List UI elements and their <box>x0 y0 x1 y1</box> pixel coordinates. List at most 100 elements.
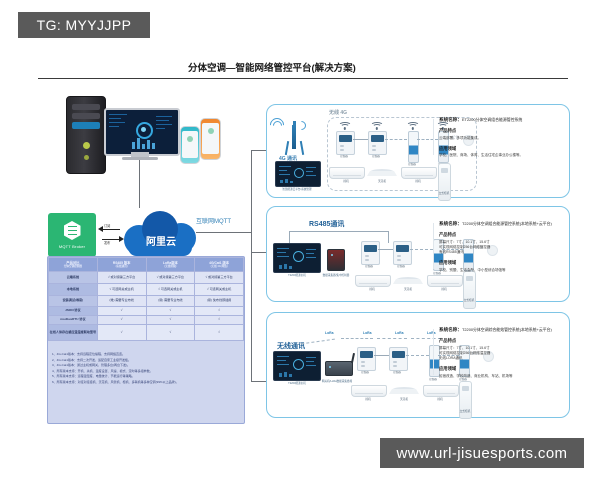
feature-heading: 产品特点 <box>439 338 457 344</box>
table-row: JSON 协议 √ √ √ <box>48 306 244 316</box>
row-cell: √ <box>194 324 244 341</box>
row-label: 在线人体存在感应温湿度联动型号 <box>48 324 98 341</box>
panel-text-block: 系统名称：ET2200分体空调组合能源管控系统 产品特点 云端部署、多项功能集成… <box>433 117 563 159</box>
lora-arc-link <box>341 338 373 339</box>
feature-heading: 产品特点 <box>439 232 457 238</box>
gateway-caption: 网关机/LoRa数据采集终端 <box>321 380 353 383</box>
ac-controller-device-tall <box>463 239 474 271</box>
publish-label: 发布 <box>104 241 111 245</box>
data-collector-device <box>327 249 345 271</box>
wifi-icon <box>436 122 449 130</box>
solution-panel-lora: 无线通讯 T2200能源主机 网关机/LoRa数据采集终端 LoRa LoRa … <box>266 312 570 419</box>
table-notes: 1、4G-Cat1版本：支持远程定位编程，支持网络直连。 2、4G-Cat1版本… <box>48 349 244 388</box>
bracket-branch-top <box>251 150 267 152</box>
lora-arc-link <box>411 338 441 339</box>
ac-ceiling-cassette <box>389 384 419 395</box>
row-cell: (难) 需要专业布线 <box>96 295 147 307</box>
lora-label: LoRa <box>395 331 404 335</box>
note-item: 5、所有版本支持：远程温湿度、电量统计、节能运行等策略。 <box>52 374 135 379</box>
thumbnail-caption: T2200能源主机 <box>288 382 306 385</box>
row-cell: √ 或对接第三方平台 <box>194 271 244 284</box>
row-cell: √ <box>145 306 196 316</box>
subscribe-label: 订阅 <box>104 224 111 228</box>
solution-panel-4g: 4G 通讯 智慧能源云平台/系统管理 无线 4G 控制器 控 <box>266 104 570 201</box>
ac-ceiling-cassette <box>393 274 423 285</box>
endpoint-node <box>463 135 474 146</box>
panel-text-block: 系统名称：T2200分体空调组合能源管控系统(本地系统+云平台) 产品特点 屏幕… <box>433 221 563 273</box>
device-group-frame <box>327 117 477 191</box>
controller-caption: 控制器 <box>397 265 405 268</box>
ac-wall-unit <box>329 167 365 179</box>
platform-thumbnail <box>273 351 321 381</box>
note-item: 4、所有版本支持：开机、关机、温度设置、风速、模式、定时等多组参数。 <box>52 368 153 373</box>
application-heading: 应用领域 <box>439 366 457 372</box>
ac-floor-unit <box>438 163 451 201</box>
panel-tag-rs485: RS485通讯 <box>309 221 345 228</box>
cloud-bracket-connector <box>196 232 252 234</box>
device-caption: 立式柜机 <box>459 410 471 413</box>
panel-tag-4g: 4G 通讯 <box>279 156 298 162</box>
device-link-dashed <box>417 139 438 140</box>
platform-thumbnail <box>273 243 321 273</box>
row-cell: (易) 免布线即插用 <box>194 295 244 307</box>
note-item: 3、4G-Cat1版本：通过主机或网关，管理多台(两台下发)。 <box>52 363 131 368</box>
feature-body: 屏幕尺寸：7寸、10.1寸、15.6寸 可实现网络控制256台网络管控器 有线R… <box>439 239 491 255</box>
controller-caption: 控制器 <box>340 155 348 158</box>
row-cell: √ 可选网关或主机 <box>96 283 147 296</box>
ac-controller-device-tall <box>429 345 440 377</box>
row-cell: √ <box>145 315 196 325</box>
table-col-0: 产品对比 分体空调控制器 <box>48 257 98 272</box>
dashboard-screen <box>104 108 180 156</box>
device-link <box>353 139 368 140</box>
row-cell: √ <box>96 306 147 316</box>
ac-controller-device-tall <box>438 131 449 163</box>
ac-floor-unit <box>463 271 476 309</box>
wifi-icon <box>406 122 419 130</box>
controller-caption: 控制器 <box>393 371 401 374</box>
lora-gateway-device <box>325 352 355 376</box>
row-cell: √ 或对接第三方平台 <box>145 271 196 284</box>
ac-controller-device <box>361 241 380 265</box>
mobile-phone-icon-teal <box>180 126 200 164</box>
row-label: 本地系统 <box>48 283 98 296</box>
panel-text-block: 系统名称：T2200分体空调综合能效管控系统(本地系统+云平台) 产品特点 屏幕… <box>433 327 563 379</box>
alibaba-cloud-icon: 阿里云 <box>122 205 200 257</box>
device-link <box>378 249 393 250</box>
endpoint-node <box>483 351 494 362</box>
ac-wall-unit <box>401 167 437 179</box>
ac-wall-unit <box>355 275 391 287</box>
table-row: 本地系统 √ 可选网关或主机 √ 可选网关或主机 √ 可选网关或主机 <box>48 283 244 296</box>
table-row: 在线人体存在感应温湿度联动型号 √ √ √ <box>48 324 244 341</box>
ac-controller-device <box>368 131 387 155</box>
note-item: 1、4G-Cat1版本：支持远程定位编程，支持网络直连。 <box>52 352 126 356</box>
bracket-branch-mid <box>251 252 267 254</box>
monitor-cloud-connector <box>139 160 141 208</box>
row-cell: √ 可选网关或主机 <box>194 283 244 296</box>
device-link <box>374 355 389 356</box>
application-heading: 应用领域 <box>439 260 457 266</box>
rs485-bracket <box>289 231 291 245</box>
table-row: modbusRTU 协议 √ √ √ <box>48 315 244 325</box>
device-caption: 挂机 <box>415 180 421 183</box>
internet-mqtt-label: 互联网MQTT <box>196 219 231 225</box>
device-caption: 立式柜机 <box>438 192 450 195</box>
panel-bracket-spine <box>251 150 253 382</box>
ac-wall-unit <box>351 385 387 397</box>
device-link-dashed <box>442 249 463 250</box>
system-name-row: 系统名称：T2200分体空调综合能效管控系统(本地系统+云平台) <box>439 327 552 332</box>
system-name-row: 系统名称：T2200分体空调组合能源管控系统(本地系统+云平台) <box>439 221 552 226</box>
feature-body: 屏幕尺寸：7寸、10.1寸、15.6寸 可实现网络控制256台网络温控器 无线L… <box>439 345 491 361</box>
controller-caption: 控制器 <box>429 378 437 381</box>
row-label: 安装调试(难易) <box>48 295 98 307</box>
row-cell: √ <box>194 306 244 316</box>
row-cell: √ <box>96 324 147 341</box>
endpoint-node <box>487 245 498 256</box>
ac-wall-unit <box>427 275 463 287</box>
row-cell: √ 可选网关或主机 <box>145 283 196 296</box>
lora-label: LoRa <box>325 331 334 335</box>
system-name-row: 系统名称：ET2200分体空调组合能源管控系统 <box>439 117 523 122</box>
device-caption: 挂机 <box>369 288 375 291</box>
wifi-icon <box>338 122 351 130</box>
controller-caption: 控制器 <box>365 265 373 268</box>
